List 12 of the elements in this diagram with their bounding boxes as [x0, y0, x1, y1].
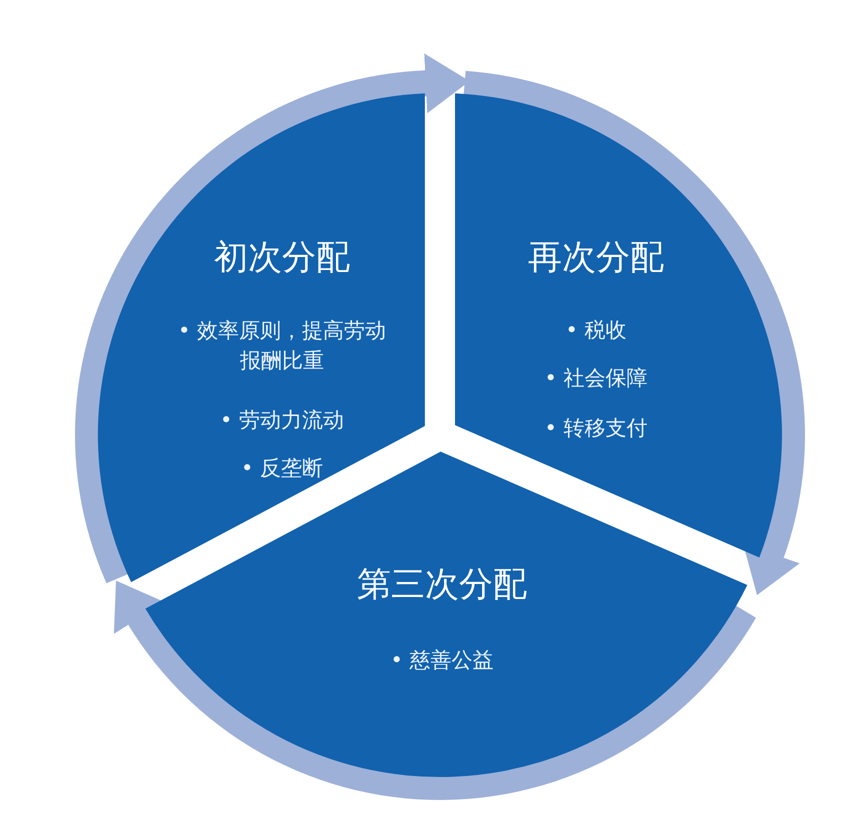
bullet-text: • 慈善公益: [389, 646, 495, 674]
sector-heading: 第三次分配: [356, 563, 528, 606]
cycle-arrow: [114, 580, 756, 800]
cycle-arrow: [462, 70, 805, 596]
bullet-text: • 社会保障: [543, 364, 649, 392]
sector-heading: 再次分配: [527, 236, 665, 280]
bullet-text: • 效率原则，提高劳动报酬比重: [176, 318, 388, 375]
sector-heading: 初次分配: [212, 236, 351, 280]
bullet-text: • 转移支付: [543, 414, 649, 442]
bullet-text: • 反垄断: [240, 454, 324, 482]
bullet-text: • 税收: [564, 316, 628, 344]
bullet-text: • 劳动力流动: [218, 406, 346, 434]
